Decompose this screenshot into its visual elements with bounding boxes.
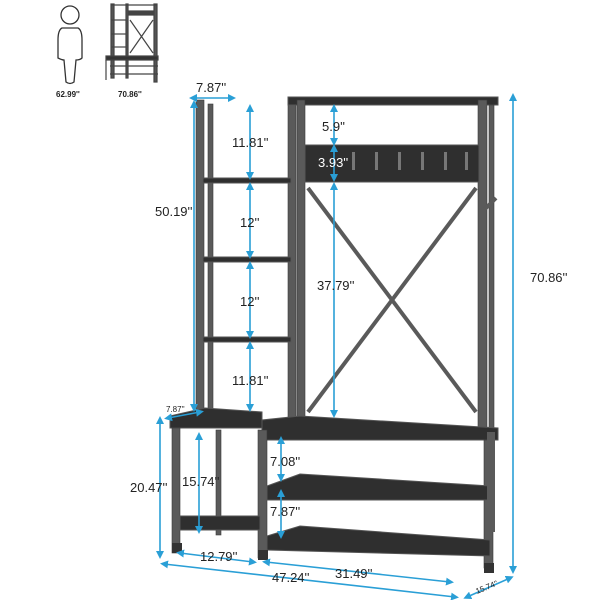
tower-shelf: [202, 256, 292, 263]
dim-total-height: 70.86'': [530, 270, 568, 285]
dim-left-cubby: 15.74'': [182, 474, 220, 489]
dim-left-width: 12.79'': [200, 549, 238, 564]
dim-coat-area: 37.79'': [317, 278, 355, 293]
hall-tree-thumbnail-icon: [105, 3, 159, 83]
dimension-lines: [156, 93, 517, 600]
dim-shoe-gap-1: 7.08'': [270, 454, 300, 469]
bench-bottom-shelf: [179, 515, 261, 531]
dim-hook-panel: 3.93'': [318, 155, 348, 170]
tower-shelf: [202, 336, 292, 343]
dim-shelf-gap-2: 12'': [240, 215, 259, 230]
dim-bench-height: 20.47'': [130, 480, 168, 495]
shoe-shelf: [266, 525, 491, 557]
shoe-shelf: [266, 473, 491, 501]
dim-top-depth: 7.87'': [196, 80, 226, 95]
dim-right-width: 31.49'': [335, 566, 373, 581]
dim-shelf-gap-1: 11.81'': [232, 135, 269, 150]
dim-shelf-gap-3: 12'': [240, 294, 259, 309]
coat-hook-icons: [352, 152, 468, 170]
dim-top-gap: 5.9'': [322, 119, 345, 134]
dim-tower-height: 50.19'': [155, 204, 193, 219]
dim-shoe-gap-2: 7.87'': [270, 504, 300, 519]
dim-bench-depth: 7.87'': [166, 405, 185, 414]
dim-shelf-gap-4: 11.81'': [232, 373, 269, 388]
person-silhouette-icon: [57, 5, 83, 85]
dim-total-width: 47.24'': [272, 570, 310, 585]
tower-shelf: [202, 177, 292, 184]
unit-height-label: 70.86'': [118, 90, 142, 99]
dim-depth: 15.74'': [474, 579, 499, 596]
person-height-label: 62.99'': [56, 90, 80, 99]
